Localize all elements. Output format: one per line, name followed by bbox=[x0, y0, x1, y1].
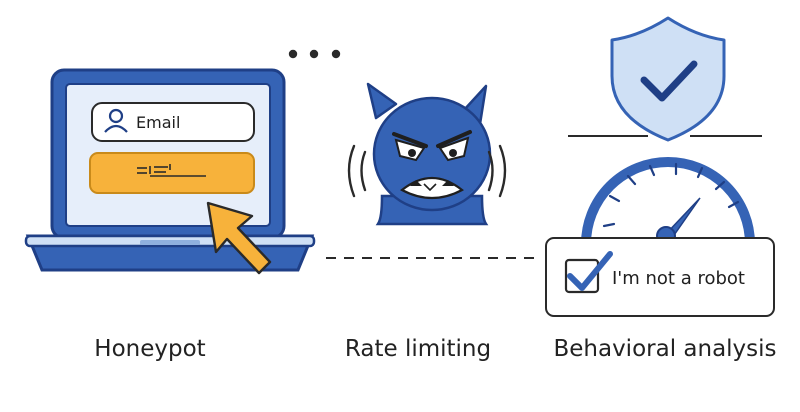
robot-checkbox[interactable] bbox=[564, 251, 613, 294]
shield-check-icon bbox=[610, 16, 726, 142]
cursor-arrow-icon bbox=[206, 201, 272, 275]
email-field[interactable]: Email bbox=[91, 102, 255, 142]
filled-text-marks bbox=[137, 164, 206, 177]
user-icon bbox=[104, 108, 128, 133]
caption-behavioral-analysis: Behavioral analysis bbox=[553, 336, 777, 362]
checkmark-icon bbox=[567, 251, 613, 291]
honeypot-field[interactable] bbox=[89, 152, 255, 194]
not-a-robot-label: I'm not a robot bbox=[612, 268, 745, 289]
angry-bot-icon bbox=[347, 82, 507, 226]
email-label: Email bbox=[136, 113, 180, 132]
gauge-icon bbox=[581, 157, 755, 246]
ellipsis-icon bbox=[288, 49, 341, 59]
caption-rate-limiting: Rate limiting bbox=[344, 336, 492, 362]
caption-honeypot: Honeypot bbox=[94, 336, 206, 362]
not-a-robot-card[interactable]: I'm not a robot bbox=[545, 237, 775, 317]
